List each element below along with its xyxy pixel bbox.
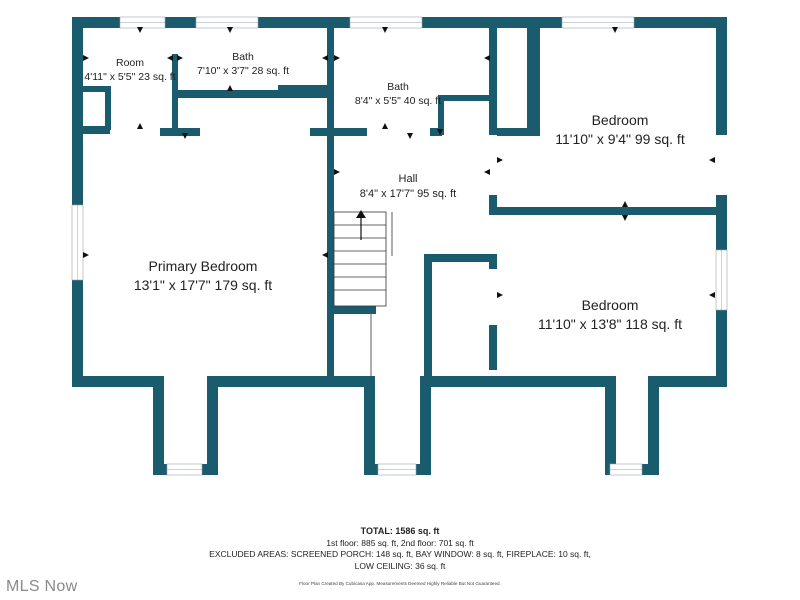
wall-segment [72, 126, 110, 134]
wall-segment [424, 254, 432, 384]
bath-right-name: Bath [387, 81, 409, 93]
bedroom-bottom-dimensions: 11'10" x 13'8" 118 sq. ft [538, 315, 682, 332]
bath-right-dimensions: 8'4" x 5'5" 40 sq. ft [354, 95, 442, 108]
wall-segment [420, 376, 431, 475]
wall-segment [310, 128, 334, 136]
measure-tick [227, 85, 233, 91]
stair-frame [333, 211, 387, 307]
wall-segment [648, 376, 659, 475]
wall-segment [80, 86, 110, 92]
bath-left-name: Bath [232, 51, 254, 63]
wall-segment [438, 95, 496, 101]
bedroom-top-name: Bedroom [591, 112, 649, 128]
wall-segment [105, 86, 111, 130]
wall-segment [489, 325, 497, 370]
excluded-areas: EXCLUDED AREAS: SCREENED PORCH: 148 sq. … [209, 549, 591, 560]
wall-segment [497, 128, 540, 136]
doorway [367, 128, 430, 136]
measure-tick [137, 123, 143, 129]
room-label-bath-right: Bath 8'4" x 5'5" 40 sq. ft [338, 80, 458, 108]
wall-segment [160, 128, 200, 136]
bath-left-dimensions: 7'10" x 3'7" 28 sq. ft [196, 65, 290, 78]
measure-tick [322, 252, 328, 258]
wall-segment [430, 128, 442, 136]
plan-credit: Floor Plan Created By Cubicasa App. Meas… [299, 581, 501, 586]
measure-tick [83, 252, 89, 258]
measure-tick [382, 123, 388, 129]
bedroom-top-dimensions: 11'10" x 9'4" 99 sq. ft [555, 130, 685, 147]
measure-tick [709, 157, 715, 163]
hall-dimensions: 8'4" x 17'7" 95 sq. ft [359, 187, 457, 200]
windows [71, 16, 728, 476]
wall-segment [327, 128, 367, 136]
measure-tick [484, 55, 490, 61]
doorway [200, 128, 310, 136]
wall-segment [420, 376, 605, 387]
measure-tick [484, 169, 490, 175]
measure-tick [622, 201, 628, 207]
wall-segment [438, 95, 444, 135]
wall-segment [207, 376, 218, 475]
wall-segment [334, 306, 376, 314]
wall-segment [153, 376, 164, 475]
measure-tick [227, 27, 233, 33]
bedroom-bottom-name: Bedroom [581, 297, 639, 313]
wall-segment [207, 376, 375, 387]
wall-segment [489, 254, 497, 269]
floor-areas: 1st floor: 885 sq. ft, 2nd floor: 701 sq… [326, 537, 474, 548]
measure-tick [382, 27, 388, 33]
low-ceiling-area: LOW CEILING: 36 sq. ft [354, 560, 446, 571]
measure-tick [182, 133, 188, 139]
doorway [716, 135, 727, 195]
room-name: Room [115, 57, 144, 69]
wall-segment [327, 17, 334, 377]
doorway [489, 135, 497, 195]
measure-tick [437, 129, 443, 135]
wall-segment [527, 17, 540, 135]
stair-arrow-head [356, 210, 366, 218]
measure-tick [497, 157, 503, 163]
measurement-ticks [83, 27, 715, 298]
wall-segment [489, 17, 497, 213]
wall-segment [424, 254, 496, 262]
room-dimensions: 4'11" x 5'5" 23 sq. ft [84, 71, 176, 84]
wall-segment [648, 376, 727, 387]
area-summary: TOTAL: 1586 sq. ft 1st floor: 885 sq. ft… [160, 526, 640, 572]
wall-segment [278, 85, 330, 98]
room-label-bedroom-top: Bedroom 11'10" x 9'4" 99 sq. ft [530, 111, 710, 149]
wall-segment [605, 376, 616, 475]
measure-tick [322, 55, 328, 61]
wall-segment [489, 207, 727, 215]
wall-segment [72, 376, 164, 387]
measure-tick [137, 27, 143, 33]
measure-tick [612, 27, 618, 33]
measure-tick [709, 292, 715, 298]
measure-tick [334, 55, 340, 61]
total-area: TOTAL: 1586 sq. ft [360, 526, 440, 536]
measure-tick [407, 133, 413, 139]
wall-segment [178, 90, 330, 98]
wall-segment [72, 17, 83, 387]
measure-tick [334, 169, 340, 175]
door-openings [200, 128, 727, 195]
staircase [333, 210, 393, 376]
room-label-bath-left: Bath 7'10" x 3'7" 28 sq. ft [178, 50, 308, 78]
room-label-primary-bedroom: Primary Bedroom 13'1" x 17'7" 179 sq. ft [113, 257, 293, 295]
wall-segment [172, 54, 178, 132]
room-label-bedroom-bottom: Bedroom 11'10" x 13'8" 118 sq. ft [520, 296, 700, 334]
wall-segment [716, 17, 727, 387]
measure-tick [83, 55, 89, 61]
primary-bedroom-name: Primary Bedroom [148, 258, 258, 274]
measure-tick [167, 55, 173, 61]
mls-now-watermark: MLS Now [6, 578, 78, 595]
hall-name: Hall [398, 173, 418, 185]
room-label-room: Room 4'11" x 5'5" 23 sq. ft [80, 56, 180, 84]
primary-bedroom-dimensions: 13'1" x 17'7" 179 sq. ft [133, 276, 273, 293]
measure-tick [177, 55, 183, 61]
wall-segment [364, 376, 375, 475]
measure-tick [622, 215, 628, 221]
room-label-hall: Hall 8'4" x 17'7" 95 sq. ft [343, 172, 473, 202]
measure-tick [497, 292, 503, 298]
